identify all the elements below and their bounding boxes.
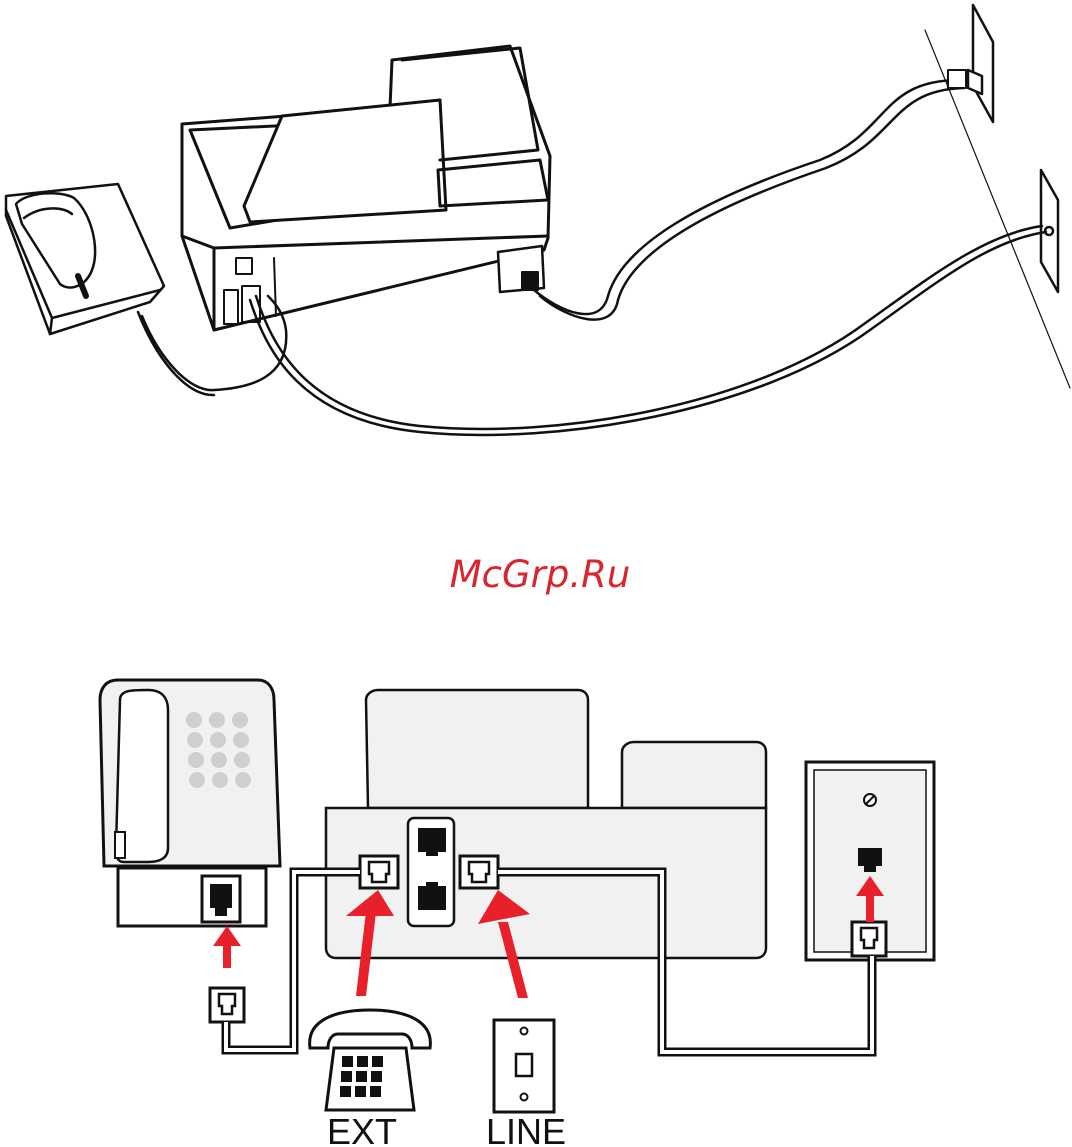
wall-jack-icon xyxy=(494,1020,554,1112)
phone-plug xyxy=(210,988,244,1022)
power-cord xyxy=(534,70,966,320)
telephone-extension-icon xyxy=(310,1010,431,1110)
power-wall-outlet xyxy=(968,5,993,122)
bottom-schematic: EXT LINE xyxy=(100,680,934,1147)
phone-wall-plate xyxy=(806,762,934,960)
arrow-to-telephone-jack xyxy=(213,926,241,968)
top-illustration xyxy=(6,5,1070,435)
line-label: LINE xyxy=(486,1111,566,1147)
watermark-text: McGrp.Ru xyxy=(450,553,631,596)
ext-label: EXT xyxy=(327,1111,397,1147)
cordless-phone-base xyxy=(6,184,164,334)
fax-machine xyxy=(326,690,766,958)
printer-fax-machine xyxy=(182,46,550,330)
desk-telephone xyxy=(100,680,280,926)
phone-wall-jack xyxy=(1041,170,1058,292)
